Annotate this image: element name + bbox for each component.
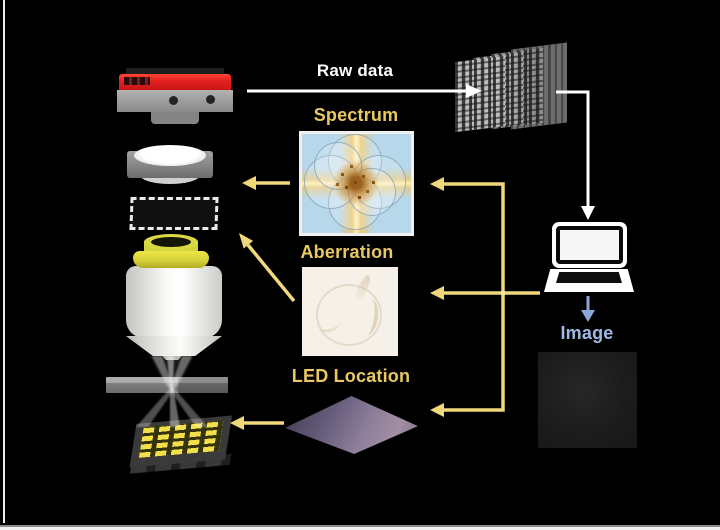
- pupil-plane-dashed-box: [129, 197, 219, 230]
- laptop-screen-panel: [560, 230, 619, 260]
- result-image: [538, 352, 637, 448]
- raw-data-stack-icon: [455, 42, 590, 133]
- aberration-label: Aberration: [300, 242, 394, 262]
- led-location-label: LED Location: [291, 366, 411, 386]
- recovery-arrows-trunk: [444, 182, 540, 412]
- led-array-board: [129, 415, 233, 468]
- spectrum-map: [299, 131, 414, 236]
- objective-taper: [126, 336, 222, 356]
- spectrum-label: Spectrum: [313, 105, 399, 125]
- computer-to-image-arrow: [581, 296, 595, 322]
- objective-yellow-flange: [133, 251, 209, 268]
- aberration-to-pupil-arrow: [239, 233, 296, 303]
- camera-top-edge: [126, 68, 224, 75]
- objective-body: [126, 266, 222, 338]
- frame-left-line: [3, 0, 5, 523]
- camera-mount: [151, 112, 199, 124]
- led-grid: [138, 420, 224, 458]
- objective-opening: [151, 237, 191, 247]
- raw-image-1: [455, 55, 505, 133]
- laptop-screen: [552, 222, 627, 268]
- laptop-keyboard: [556, 272, 622, 283]
- spectrum-speckles: [354, 181, 357, 184]
- frame-bottom-gray-line: [0, 525, 720, 527]
- recovery-arrowheads: [430, 177, 506, 417]
- raw-data-arrow: [247, 84, 482, 98]
- frame-bottom-white-line: [0, 527, 720, 530]
- spectrum-to-lens-arrow: [242, 176, 290, 190]
- camera-connector-pins: [124, 77, 150, 85]
- image-label: Image: [560, 323, 614, 343]
- sample-slide-shade: [178, 377, 228, 393]
- aberration-map: [302, 267, 398, 356]
- raw-data-label: Raw data: [316, 61, 394, 80]
- lens-glass: [134, 145, 206, 166]
- ledmap-to-array-arrow: [230, 416, 284, 430]
- led-location-map: [285, 396, 418, 454]
- camera-screw-icon: [206, 95, 215, 104]
- led-array-icon: [125, 413, 239, 474]
- aberration-ring: [316, 284, 382, 346]
- camera-screw-icon: [169, 96, 178, 105]
